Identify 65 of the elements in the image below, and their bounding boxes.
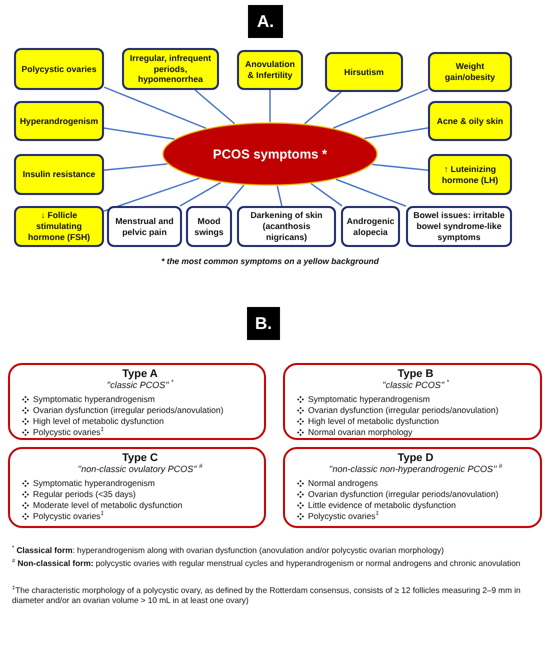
card-title: Type B [396, 368, 434, 380]
symptom-box: ↓ Follicle stimulating hormone (FSH) [14, 206, 104, 247]
footnote: $^{*}$ Classical form: hyperandrogenism along with ovarian dysfunction (anovulation and/or polycystic ovarian morphology) [12, 546, 445, 556]
connector-line [372, 164, 428, 171]
bullet-text: Ovarian dysfunction (irregular periods/anovulation) [308, 405, 498, 416]
card-title: Type D [396, 452, 434, 464]
symptom-box: Polycystic ovaries [14, 48, 104, 90]
connector-line [104, 127, 175, 140]
symptom-box: ↑ Luteinizing hormone (LH) [428, 154, 512, 195]
bullet-text: Symptomatic hyperandrogenism [33, 394, 155, 405]
footnote: $^{#}$ Non-classical form: polycystic ovaries with regular menstrual cycles and hyperandrogenism or normal androgens and chronic anovulation [12, 559, 522, 569]
connector-line [104, 178, 200, 212]
bullet-text: Normal androgens [308, 478, 378, 489]
panel-letter-badge: B. [247, 307, 280, 340]
symptom-box: Insulin resistance [14, 154, 104, 195]
bullet-text: Ovarian dysfunction (irregular periods/anovulation) [33, 405, 224, 416]
symptom-box: Bowel issues: irritable bowel syndrome-like symptoms [406, 206, 512, 247]
bullet-text: High level of metabolic dysfunction [308, 416, 439, 427]
type-card [8, 363, 266, 440]
symptom-box: Hyperandrogenism [14, 101, 104, 141]
connector-line [276, 186, 283, 206]
bullet-text: Ovarian dysfunction (irregular periods/anovulation) [308, 489, 498, 500]
connector-line [104, 86, 206, 129]
bullet-text: Regular periods (<35 days) [33, 489, 136, 500]
bullet-text: Normal ovarian morphology [308, 427, 412, 438]
symptom-box: Anovulation & Infertility [237, 50, 303, 90]
connector-line [226, 184, 244, 206]
symptom-box: Mood swings [186, 206, 232, 247]
bullet-text: Little evidence of metabolic dysfunction [308, 500, 456, 510]
connector-line [333, 88, 428, 129]
connector-line [364, 127, 428, 140]
card-title: Type A [121, 368, 159, 380]
symptom-box: Darkening of skin (acanthosis nigricans) [237, 206, 336, 247]
card-subtitle: ’’classic PCOS’’ $^{*}$ [381, 380, 450, 391]
connector-line [194, 89, 236, 124]
connector-line [304, 91, 342, 124]
connector-line [104, 163, 168, 171]
footnote: $^{‡}$The characteristic morphology of a polycystic ovary, as defined by the Rotterdam consensus, consists of ≥ 12 follicles measuring 2–9 mm in diameter and/or an ovarian volume > 10 mL in at least one ovary) [12, 586, 522, 606]
card-subtitle: ’’classic PCOS’’ $^{*}$ [106, 380, 174, 391]
symptom-box: Hirsutism [325, 52, 403, 92]
symptom-box: Androgenic alopecia [341, 206, 400, 247]
bullet-text: Polycystic ovaries$^{‡}$ [33, 511, 104, 522]
symptom-box: Acne & oily skin [428, 101, 512, 141]
bullet-text: Moderate level of metabolic dysfunction [33, 500, 182, 510]
bullet-text: Symptomatic hyperandrogenism [308, 394, 430, 405]
node-label: PCOS symptoms * [212, 146, 328, 162]
connector-line [269, 90, 271, 122]
type-card [283, 363, 542, 440]
panel-letter-badge: A. [248, 5, 283, 38]
card-subtitle: ’’non-classic ovulatory PCOS’’ $^{#}$ [76, 464, 204, 475]
connector-line [180, 182, 222, 207]
bullet-text: Polycystic ovaries$^{‡}$ [33, 427, 104, 438]
bullet-text: Symptomatic hyperandrogenism [33, 478, 155, 489]
connector-line [310, 183, 342, 207]
card-subtitle: ’’non-classic non-hyperandrogenic PCOS’’ $^{#}$ [328, 464, 504, 475]
symptom-box: Irregular, infrequent periods, hypomenorrhea [122, 48, 219, 90]
type-card [8, 447, 266, 528]
bullet-text: Polycystic ovaries$^{‡}$ [308, 511, 379, 522]
note-text: * the most common symptoms on a yellow background [160, 256, 380, 266]
bullet-text: High level of metabolic dysfunction [33, 416, 164, 426]
card-title: Type C [121, 452, 159, 464]
symptom-box: Weight gain/obesity [428, 52, 512, 92]
type-card [283, 447, 542, 528]
connector-line [336, 178, 406, 207]
symptom-box: Menstrual and pelvic pain [107, 206, 182, 247]
